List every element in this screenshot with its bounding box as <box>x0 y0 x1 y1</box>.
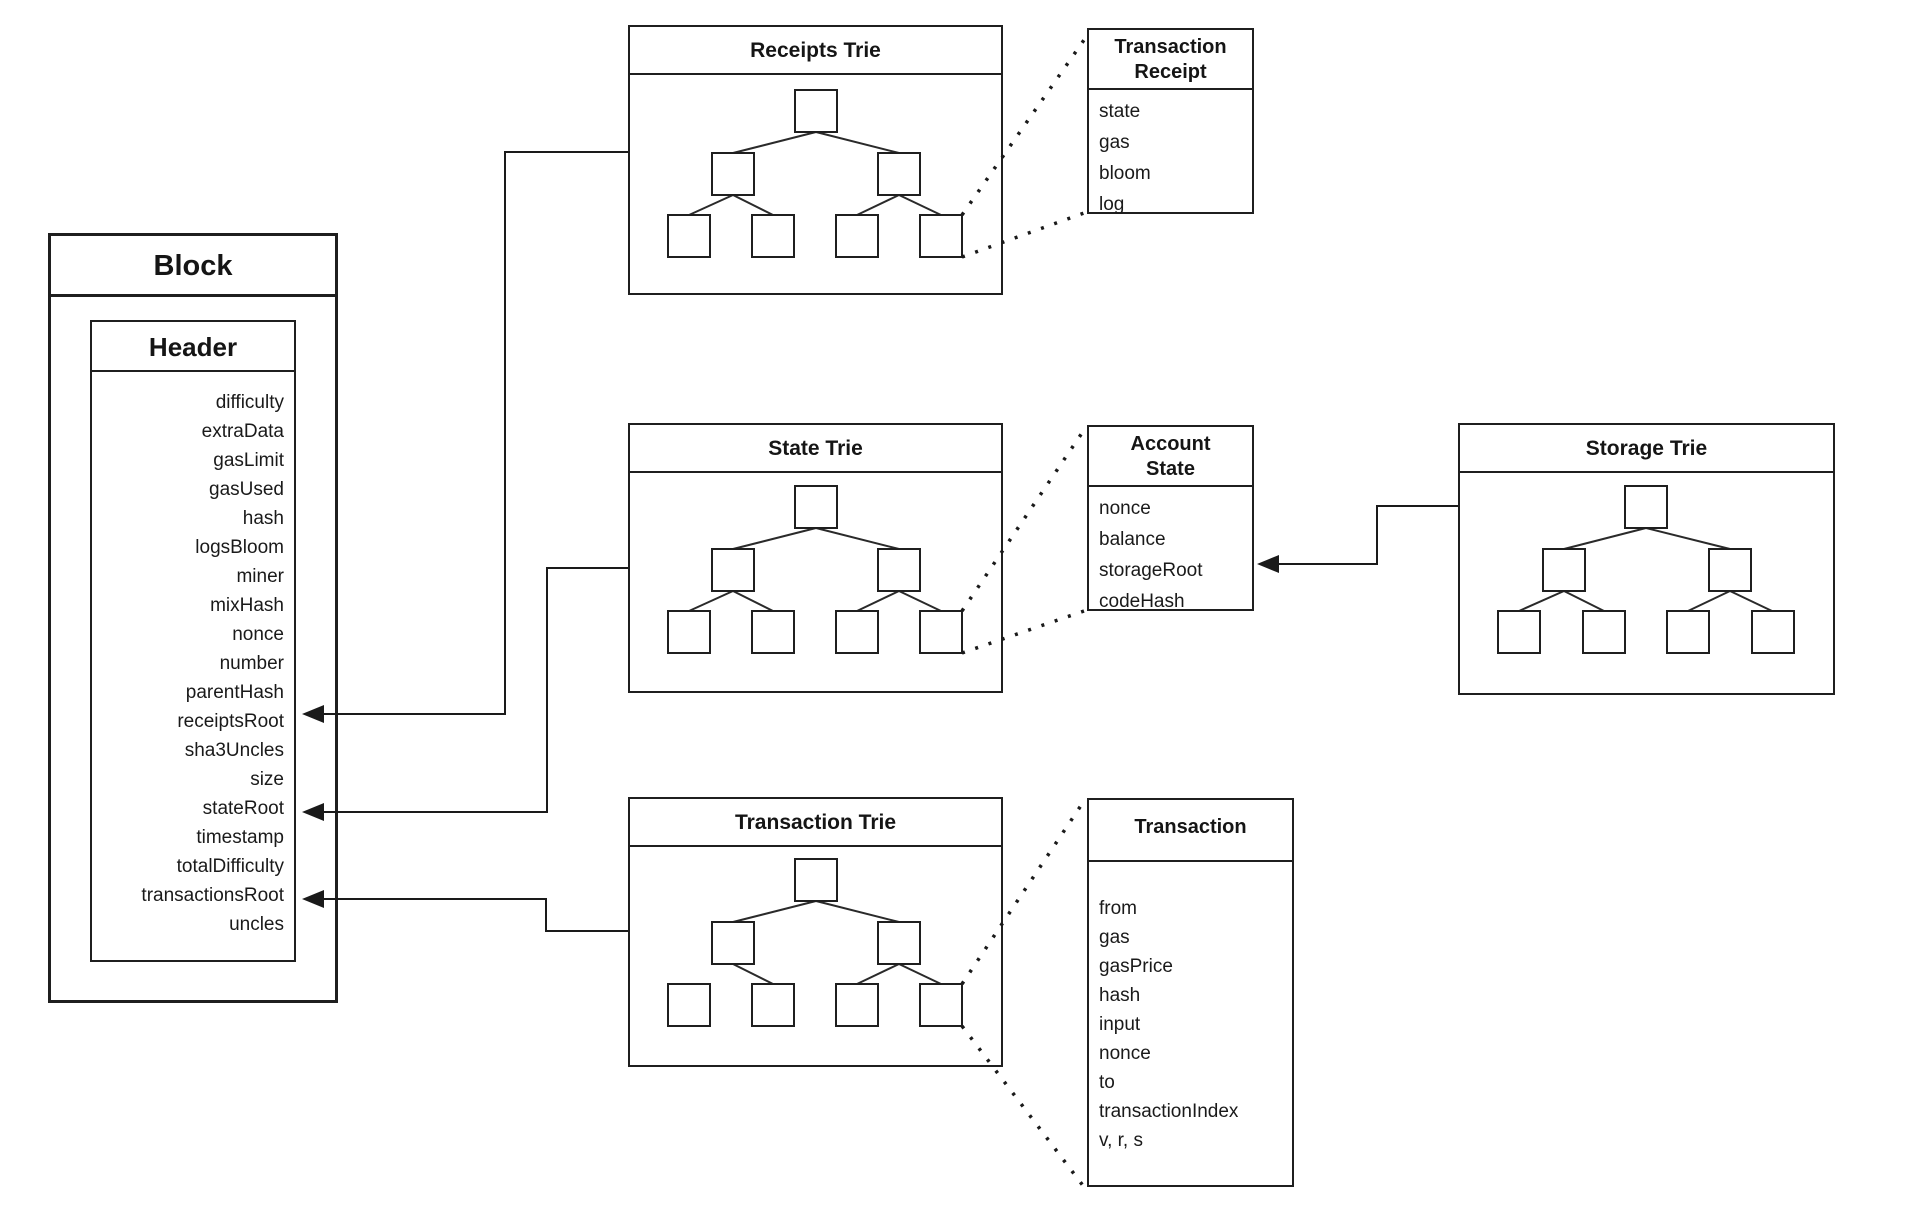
arrowhead-icon <box>1257 555 1279 573</box>
account-state-title-line1: Account <box>1130 433 1211 455</box>
account-field-balance: balance <box>1099 529 1166 550</box>
state-trie-box: State Trie <box>628 423 1003 693</box>
header-field-totaldifficulty: totalDifficulty <box>176 856 284 877</box>
connector-receiptsroot <box>302 151 628 723</box>
header-field-gasused: gasUsed <box>209 479 284 500</box>
block-title: Block <box>51 236 335 297</box>
header-field-parenthash: parentHash <box>185 682 284 703</box>
account-field-storageroot: storageRoot <box>1099 560 1203 581</box>
header-field-difficulty: difficulty <box>215 392 284 413</box>
receipt-field-bloom: bloom <box>1099 163 1151 184</box>
tx-field-transactionindex: transactionIndex <box>1099 1101 1239 1122</box>
transaction-receipt-title-line2: Receipt <box>1134 61 1207 83</box>
tx-field-input: input <box>1099 1014 1141 1035</box>
header-field-timestamp: timestamp <box>196 827 284 848</box>
state-trie-title: State Trie <box>630 425 1001 473</box>
header-field-nonce: nonce <box>232 624 284 645</box>
storage-trie-title: Storage Trie <box>1460 425 1833 473</box>
header-field-transactionsroot: transactionsRoot <box>141 885 284 906</box>
header-field-mixhash: mixHash <box>210 595 284 616</box>
account-state-box: Account State nonce balance storageRoot … <box>1087 425 1254 612</box>
connector-line <box>306 567 628 813</box>
connector-line <box>306 898 628 932</box>
transaction-trie-title: Transaction Trie <box>630 799 1001 847</box>
transaction-receipt-field-list: state gas bloom log <box>1089 92 1252 215</box>
header-field-list: difficulty extraData gasLimit gasUsed ha… <box>92 374 294 960</box>
transaction-trie-box: Transaction Trie <box>628 797 1003 1067</box>
header-box: Header difficulty extraData gasLimit gas… <box>90 320 296 962</box>
transaction-title: Transaction <box>1089 800 1292 862</box>
header-title: Header <box>92 322 294 372</box>
header-field-logsbloom: logsBloom <box>195 537 284 558</box>
transaction-receipt-title-line1: Transaction <box>1114 36 1227 58</box>
header-field-stateroot: stateRoot <box>202 798 284 819</box>
tx-field-nonce: nonce <box>1099 1043 1151 1064</box>
transaction-box: Transaction from gas gasPrice hash input… <box>1087 798 1294 1187</box>
receipt-field-state: state <box>1099 101 1141 122</box>
tx-field-to: to <box>1099 1072 1115 1093</box>
tx-field-gasprice: gasPrice <box>1099 956 1173 977</box>
tx-field-from: from <box>1099 898 1137 919</box>
receipts-trie-title: Receipts Trie <box>630 27 1001 75</box>
connector-line <box>1261 505 1458 565</box>
header-field-gaslimit: gasLimit <box>213 450 284 471</box>
receipts-trie-box: Receipts Trie <box>628 25 1003 295</box>
account-state-field-list: nonce balance storageRoot codeHash <box>1089 489 1252 612</box>
account-field-nonce: nonce <box>1099 498 1151 519</box>
header-field-receiptsroot: receiptsRoot <box>177 711 284 732</box>
transaction-field-list: from gas gasPrice hash input nonce to tr… <box>1089 864 1292 1185</box>
header-field-sha3uncles: sha3Uncles <box>184 740 284 761</box>
header-field-uncles: uncles <box>229 914 284 935</box>
receipt-field-log: log <box>1099 194 1125 215</box>
tx-field-gas: gas <box>1099 927 1130 948</box>
connector-storageroot <box>1257 505 1458 573</box>
header-field-miner: miner <box>236 566 284 587</box>
connector-stateroot <box>302 567 628 821</box>
storage-trie-box: Storage Trie <box>1458 423 1835 695</box>
account-field-codehash: codeHash <box>1099 591 1185 612</box>
transaction-receipt-box: Transaction Receipt state gas bloom log <box>1087 28 1254 215</box>
header-field-number: number <box>219 653 284 674</box>
transaction-receipt-title: Transaction Receipt <box>1089 30 1252 90</box>
header-field-hash: hash <box>242 508 284 529</box>
tx-field-vrs: v, r, s <box>1099 1130 1143 1151</box>
account-state-title: Account State <box>1089 427 1252 487</box>
header-field-extradata: extraData <box>201 421 284 442</box>
connector-line <box>306 151 628 715</box>
receipt-field-gas: gas <box>1099 132 1130 153</box>
tx-field-hash: hash <box>1099 985 1141 1006</box>
header-field-size: size <box>250 769 284 790</box>
connector-transactionsroot <box>302 890 628 932</box>
account-state-title-line2: State <box>1146 458 1195 480</box>
